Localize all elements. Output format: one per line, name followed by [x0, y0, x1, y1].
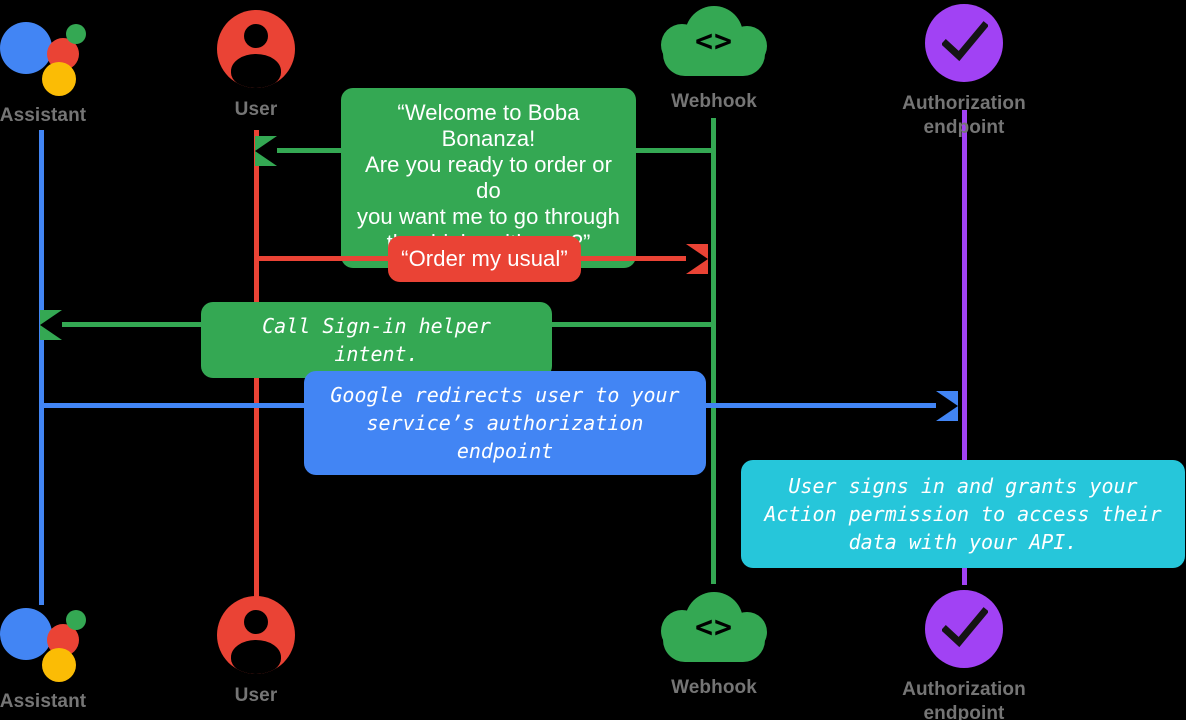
avatar-body — [231, 640, 281, 674]
check-circle-icon — [925, 4, 1003, 82]
message-bubble-signs-in: User signs in and grants your Action per… — [741, 460, 1185, 568]
arrow-head-signin — [40, 310, 62, 340]
actor-assistant-top: Assistant — [0, 10, 138, 128]
message-text-line: Google redirects user to your — [330, 383, 680, 407]
actor-webhook-top: <> Webhook — [619, 6, 809, 114]
message-text-line: “Welcome to Boba Bonanza! — [397, 100, 580, 151]
arrow-head-order — [686, 244, 708, 274]
message-bubble-order: “Order my usual” — [388, 236, 581, 282]
checkmark-glyph — [942, 607, 988, 648]
message-text-line: Action permission to access their — [764, 502, 1162, 526]
actor-label-webhook: Webhook — [671, 91, 757, 112]
message-text-line: “Order my usual” — [401, 246, 568, 271]
message-text-line: Are you ready to order or do — [364, 152, 613, 203]
actor-auth-bottom: Authorization endpoint — [869, 590, 1059, 720]
assistant-dot-green — [66, 24, 86, 44]
message-bubble-redirect: Google redirects user to your service’s … — [304, 371, 706, 475]
assistant-dot-yellow — [42, 648, 76, 682]
lifeline-webhook — [711, 118, 716, 584]
avatar-head — [244, 610, 268, 634]
user-avatar-icon — [217, 10, 295, 88]
code-brackets-icon: <> — [694, 24, 734, 59]
message-bubble-welcome: “Welcome to Boba Bonanza! Are you ready … — [341, 88, 636, 268]
assistant-dot-blue — [0, 22, 52, 74]
arrow-head-redirect — [936, 391, 958, 421]
actor-label-assistant: Assistant — [0, 691, 87, 712]
actor-label-auth-line1: Authorization — [902, 679, 1026, 700]
assistant-dot-yellow — [42, 62, 76, 96]
assistant-dot-blue — [0, 608, 52, 660]
message-bubble-signin: Call Sign-in helper intent. — [201, 302, 552, 378]
google-assistant-icon — [0, 10, 86, 96]
message-text-line: you want me to go through — [357, 204, 620, 229]
avatar-body — [231, 54, 281, 88]
google-assistant-icon — [0, 596, 86, 682]
actor-label-webhook: Webhook — [671, 677, 757, 698]
message-text-line: data with your API. — [848, 530, 1078, 554]
lifeline-assistant — [39, 130, 44, 605]
actor-label-auth-line2: endpoint — [923, 703, 1005, 720]
actor-auth-top: Authorization endpoint — [869, 4, 1059, 140]
message-text-line: Call Sign-in helper intent. — [262, 314, 491, 366]
actor-label-auth-line1: Authorization — [902, 93, 1026, 114]
cloud-base — [663, 38, 765, 76]
arrow-head-welcome — [255, 136, 277, 166]
actor-user-top: User — [161, 10, 351, 122]
cloud-code-icon: <> — [659, 592, 769, 668]
message-text-line: User signs in and grants your — [788, 474, 1138, 498]
lifeline-auth — [962, 110, 967, 585]
actor-webhook-bottom: <> Webhook — [619, 592, 809, 700]
user-avatar-icon — [217, 596, 295, 674]
message-text-line: service’s authorization endpoint — [366, 411, 644, 463]
assistant-dot-green — [66, 610, 86, 630]
actor-assistant-bottom: Assistant — [0, 596, 138, 714]
cloud-code-icon: <> — [659, 6, 769, 82]
actor-label-user: User — [234, 685, 278, 706]
actor-label-assistant: Assistant — [0, 105, 87, 126]
cloud-base — [663, 624, 765, 662]
actor-label-user: User — [234, 99, 278, 120]
checkmark-glyph — [942, 21, 988, 62]
code-brackets-icon: <> — [694, 610, 734, 645]
actor-user-bottom: User — [161, 596, 351, 708]
actor-label-auth-line2: endpoint — [923, 117, 1005, 138]
avatar-head — [244, 24, 268, 48]
check-circle-icon — [925, 590, 1003, 668]
